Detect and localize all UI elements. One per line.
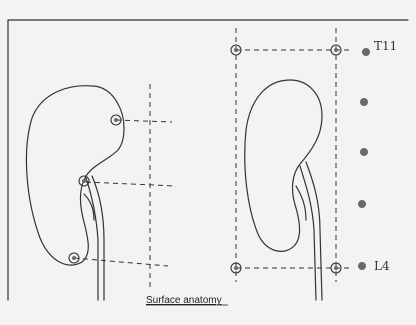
vertebra-dot-1 [362, 48, 370, 56]
right-box-bottom-left-dot [234, 266, 238, 270]
label-t11: T11 [374, 39, 397, 53]
left-middle-guide [86, 182, 176, 186]
vertebra-dot-2 [360, 98, 368, 106]
right-box-bottom-right-dot [334, 266, 338, 270]
right-kidney-outline [245, 80, 322, 251]
label-l4: L4 [374, 259, 390, 273]
left-kidney-figure [26, 84, 176, 300]
right-box-top-right-dot [334, 48, 338, 52]
left-kidney-outline [26, 86, 124, 265]
left-lower-guide [74, 258, 168, 266]
vertebra-dot-4 [358, 200, 366, 208]
left-upper-guide [116, 120, 172, 122]
right-kidney-figure: T11 L4 [231, 28, 397, 300]
left-middle-marker-dot [82, 179, 86, 183]
left-upper-marker-dot [114, 118, 118, 122]
figure-caption: Surface anatomy [146, 295, 222, 306]
left-lower-marker-dot [72, 256, 76, 260]
vertebra-dot-3 [360, 148, 368, 156]
left-hilum-curve [84, 194, 94, 220]
vertebra-dot-5 [358, 262, 366, 270]
right-box-top-left-dot [234, 48, 238, 52]
